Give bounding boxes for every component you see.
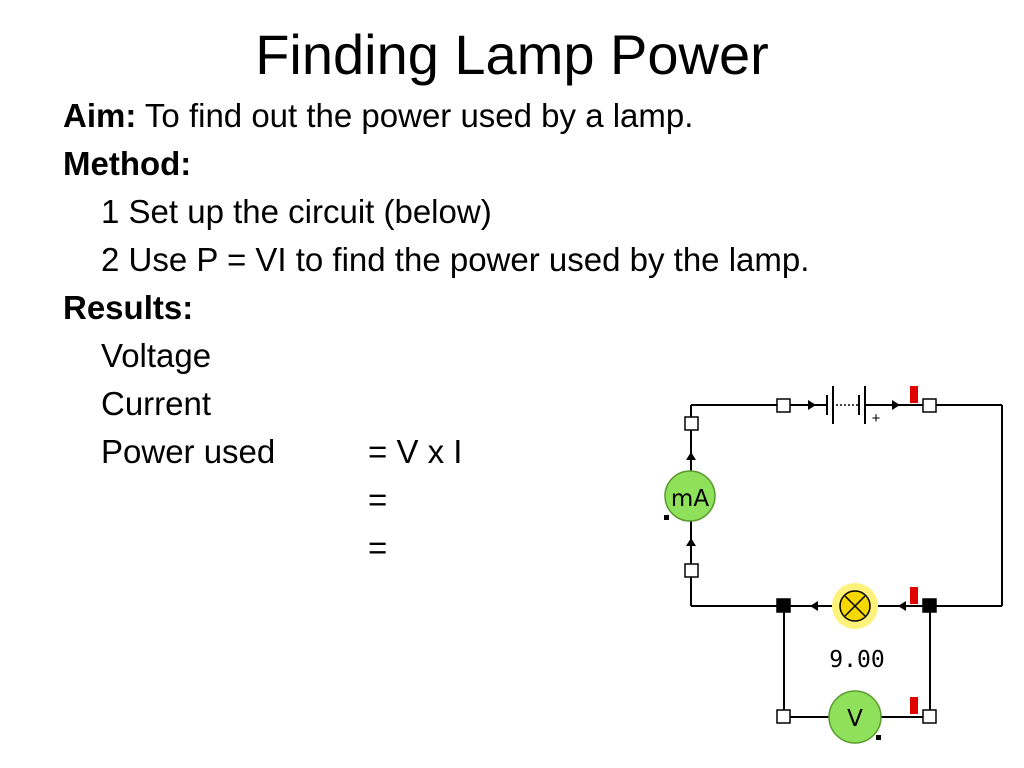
ammeter: mA bbox=[664, 470, 716, 522]
arrow-left-icon bbox=[898, 601, 906, 611]
red-marker bbox=[910, 386, 918, 403]
aim-line: Aim: To find out the power used by a lam… bbox=[63, 96, 693, 136]
battery-positive-sign: + bbox=[872, 410, 881, 427]
power-equation-line-3: = bbox=[368, 529, 388, 566]
slide-title: Finding Lamp Power bbox=[255, 23, 769, 86]
terminal bbox=[922, 709, 937, 724]
terminal bbox=[776, 398, 791, 413]
power-equation: = V x I bbox=[368, 433, 463, 470]
current-label: Current bbox=[101, 385, 212, 422]
method-label: Method: bbox=[63, 145, 192, 182]
arrow-left-icon bbox=[810, 601, 818, 611]
power-equation-line-2: = bbox=[368, 481, 388, 518]
terminals bbox=[684, 398, 937, 724]
arrow-right-icon bbox=[892, 400, 900, 410]
method-step-1: 1 Set up the circuit (below) bbox=[101, 193, 492, 230]
junction-terminals bbox=[776, 598, 937, 613]
aim-label: Aim: bbox=[63, 97, 137, 134]
voltmeter: V bbox=[828, 690, 882, 744]
terminal bbox=[684, 563, 699, 578]
voltage-label: Voltage bbox=[101, 337, 212, 374]
power-label: Power used bbox=[101, 433, 276, 470]
voltmeter-body bbox=[828, 690, 882, 744]
current-arrows bbox=[686, 400, 906, 611]
aim-text: To find out the power used by a lamp. bbox=[144, 97, 694, 134]
ammeter-label: mA bbox=[671, 486, 709, 512]
arrow-up-icon bbox=[686, 538, 696, 546]
voltmeter-label: V bbox=[847, 706, 863, 732]
arrow-right-icon bbox=[808, 400, 816, 410]
voltage-reading: 9.00 bbox=[829, 647, 884, 673]
battery: + bbox=[818, 386, 881, 427]
meter-dot bbox=[876, 735, 881, 740]
red-marker bbox=[910, 587, 918, 604]
ammeter-body bbox=[664, 470, 716, 522]
results-label: Results: bbox=[63, 289, 194, 326]
method-step-2: 2 Use P = VI to find the power used by t… bbox=[101, 241, 810, 278]
terminal bbox=[776, 709, 791, 724]
junction-terminal bbox=[776, 598, 791, 613]
terminal bbox=[922, 398, 937, 413]
junction-terminal bbox=[922, 598, 937, 613]
arrow-up-icon bbox=[686, 452, 696, 460]
probe-markers bbox=[910, 386, 918, 714]
lamp bbox=[832, 583, 878, 629]
red-marker bbox=[910, 697, 918, 714]
terminal bbox=[684, 416, 699, 431]
meter-dot bbox=[664, 515, 669, 520]
